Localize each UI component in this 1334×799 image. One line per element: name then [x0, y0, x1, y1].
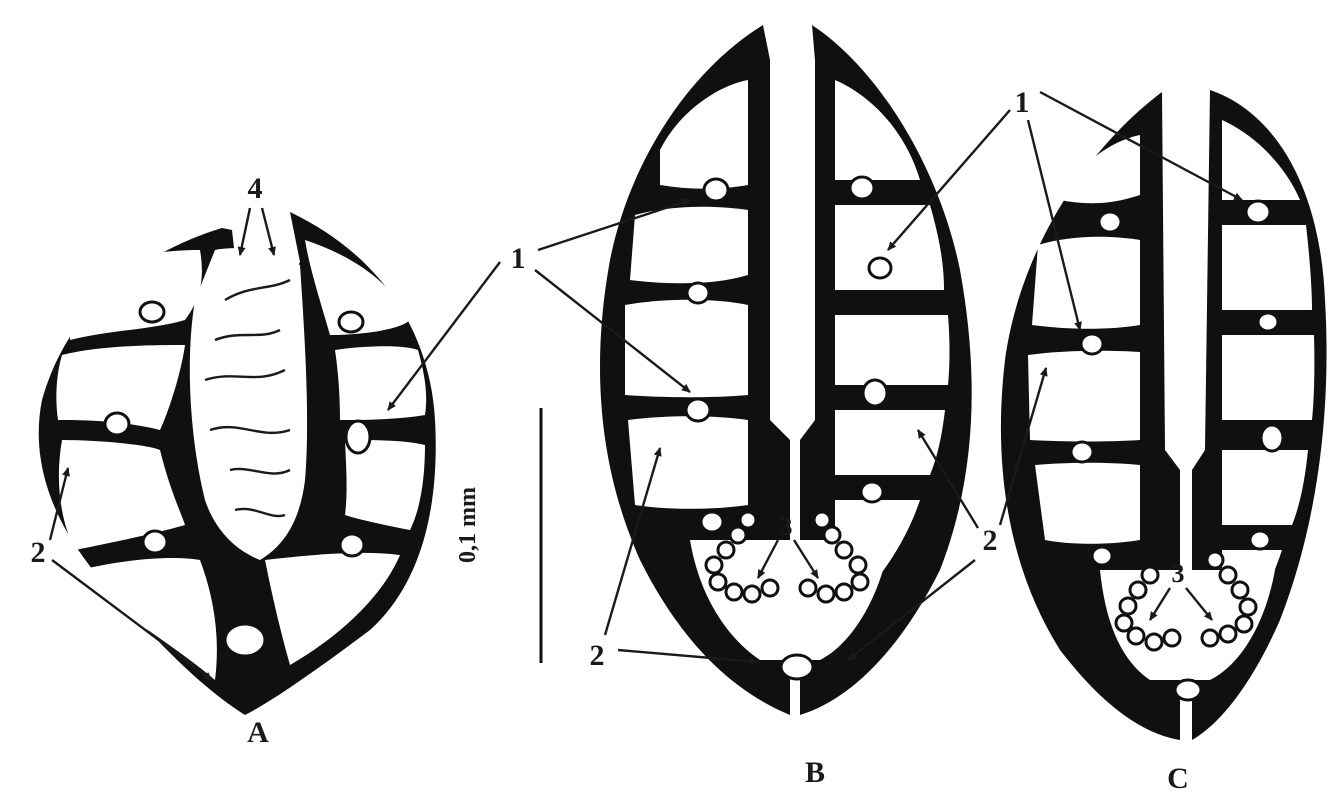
- panel-b-pore: [863, 380, 887, 406]
- panel-c-pore: [1261, 425, 1283, 451]
- panel-c-cavity: [1222, 225, 1312, 310]
- panel-a-pore: [339, 312, 363, 332]
- panel-b-pore: [701, 512, 723, 532]
- panel-a-pore: [105, 413, 129, 435]
- panel-b-basal-pore: [781, 655, 813, 679]
- callout-3: 3: [1172, 559, 1185, 588]
- panel-a-pore: [340, 534, 364, 556]
- panel-c: C: [1001, 90, 1327, 794]
- panel-c-cavity: [1222, 450, 1308, 525]
- panel-a-label: A: [247, 716, 269, 749]
- panel-b-pore: [687, 283, 709, 303]
- panel-b-pore: [861, 482, 883, 502]
- panel-c-cavity: [1028, 351, 1140, 442]
- panel-a-pore: [143, 531, 167, 553]
- callout-2: 2: [983, 524, 998, 557]
- callout-2: 2: [590, 639, 605, 672]
- panel-a: A: [39, 212, 436, 749]
- panel-b-cavity: [625, 300, 748, 398]
- panel-b-pore: [850, 177, 874, 199]
- panel-a-pore: [140, 302, 164, 322]
- panel-a-pore: [346, 421, 370, 453]
- panel-a-cavity: [335, 346, 426, 420]
- panel-a-stalk: [238, 560, 252, 620]
- panel-a-cavity: [80, 558, 217, 680]
- panel-b-cavity: [630, 207, 748, 284]
- arrow-4: [240, 208, 250, 255]
- panel-c-basal-pore: [1175, 680, 1201, 700]
- panel-c-pore: [1092, 547, 1112, 565]
- panel-c-cavity: [1032, 237, 1140, 329]
- panel-c-pore: [1258, 313, 1278, 331]
- panel-c-pore: [1071, 442, 1093, 462]
- callout-1: 1: [511, 242, 526, 275]
- callout-3: 3: [780, 512, 793, 541]
- panel-c-pore: [1246, 201, 1270, 223]
- panel-c-label: C: [1167, 762, 1189, 794]
- panel-c-cavity: [1222, 335, 1314, 420]
- panel-b: B: [600, 25, 972, 789]
- panel-a-basal-pore: [225, 624, 265, 656]
- panel-b-cavity: [835, 410, 945, 475]
- callout-4: 4: [248, 172, 263, 205]
- panel-b-label: B: [805, 756, 825, 789]
- panel-b-cavity: [835, 315, 950, 385]
- arrow-4: [262, 208, 274, 255]
- panel-c-pore: [1081, 334, 1103, 354]
- panel-b-pore: [704, 179, 728, 201]
- panel-b-pore: [869, 258, 891, 278]
- panel-c-pore: [1099, 212, 1121, 232]
- panel-b-pore: [686, 399, 710, 421]
- panel-c-pore: [1250, 531, 1270, 549]
- callout-2: 2: [31, 536, 46, 569]
- callout-1: 1: [1015, 86, 1030, 119]
- scale-bar: 0,1 mm: [455, 408, 541, 663]
- scale-bar-label: 0,1 mm: [455, 487, 481, 563]
- panel-c-cavity: [1060, 135, 1140, 203]
- panel-c-cavity: [1035, 463, 1140, 544]
